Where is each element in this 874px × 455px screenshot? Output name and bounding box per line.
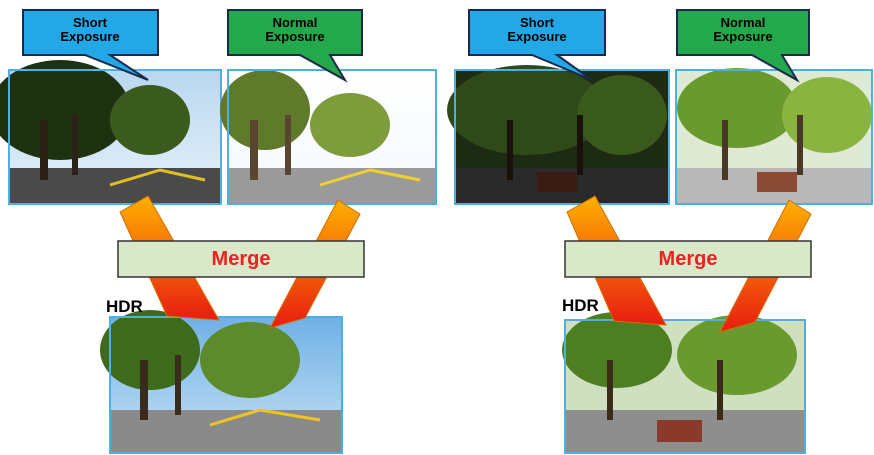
normal-callout-label: Normal Exposure [683,16,803,44]
merge-label: Merge [211,248,271,270]
normal-callout-label: Normal Exposure [235,16,355,44]
merge-box [564,240,812,278]
hdr-label: HDR [106,297,143,316]
right-diagram [447,9,873,454]
hdr-photo [562,312,806,454]
normal-label-line1: Normal [720,15,766,30]
merge-box [117,240,365,278]
left-panel: Short Exposure Normal Exposure Merge HDR [0,9,437,454]
normal-exposure-photo [220,69,437,205]
merge-label: Merge [658,248,718,270]
normal-exposure-photo [675,68,873,205]
short-callout-label: Short Exposure [477,16,597,44]
hdr-photo [100,310,343,454]
normal-label-line1: Normal [272,15,318,30]
short-exposure-callout [468,9,606,81]
short-callout-label: Short Exposure [30,16,150,44]
normal-label-line2: Exposure [713,29,773,44]
short-exposure-callout [22,9,159,81]
normal-exposure-callout [227,9,363,83]
short-label-line2: Exposure [507,29,567,44]
hdr-label: HDR [562,296,599,315]
right-panel: Short Exposure Normal Exposure Merge HDR [437,0,874,455]
normal-exposure-callout [676,9,810,83]
short-exposure-photo [0,60,222,205]
short-label-line1: Short [520,15,554,30]
normal-label-line2: Exposure [265,29,325,44]
short-exposure-photo [447,65,670,205]
short-label-line2: Exposure [60,29,120,44]
left-diagram [0,9,437,454]
short-label-line1: Short [73,15,107,30]
